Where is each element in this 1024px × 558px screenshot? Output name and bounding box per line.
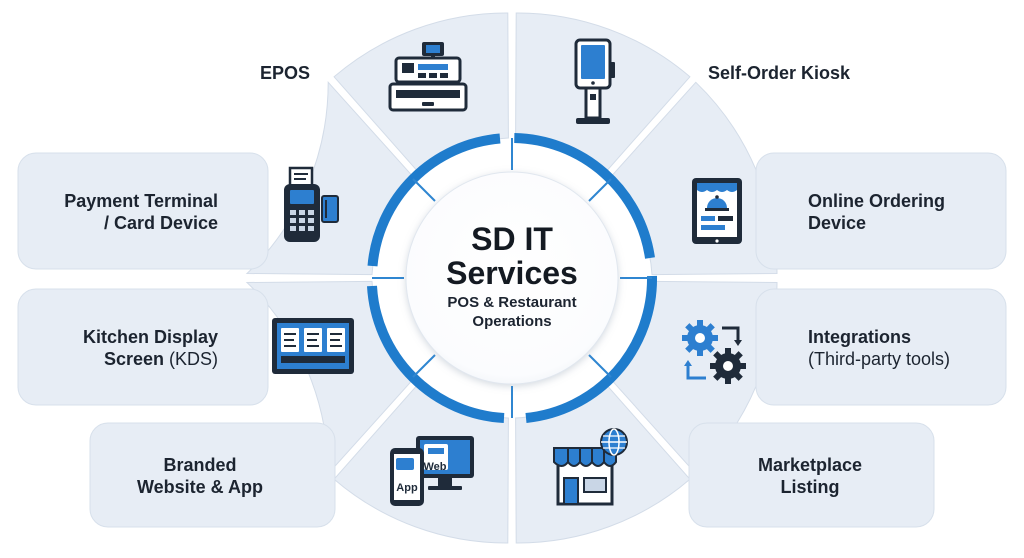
panel-online [755,152,1007,270]
hub-subtitle: POS & Restaurant Operations [412,293,612,331]
panel-payment [17,152,269,270]
kitchen-display-icon [272,318,354,374]
hub-title-line1: SD IT [471,221,553,257]
hub-subtitle-line1: POS & Restaurant [447,294,577,311]
label-integrations: Integrations (Third-party tools) [808,326,1004,370]
label-website: Branded Website & App [100,454,300,498]
hub-circle [406,172,618,384]
label-online-line2: Device [808,213,867,233]
label-epos: EPOS [190,62,310,84]
ring-connectors [372,138,652,418]
label-panels [17,152,1007,528]
label-integrations-line1: Integrations [808,327,912,347]
label-marketplace-line2: Listing [780,477,840,497]
storefront-globe-icon [553,428,628,506]
label-kds-line2-sub: (KDS) [169,349,218,369]
label-kiosk-text: Self-Order Kiosk [708,63,851,83]
label-kiosk: Self-Order Kiosk [708,62,908,84]
label-payment-line1: Payment Terminal [64,191,218,211]
panel-website [89,422,336,528]
cash-register-icon [388,42,468,112]
web-label: Web [423,461,446,473]
label-kds-line1: Kitchen Display [82,327,218,347]
label-kds-line2: Screen (KDS) [20,348,218,370]
blue-ring [367,133,658,423]
label-website-line1: Branded [163,455,237,475]
gears-sync-icon [682,320,746,384]
tablet-ordering-icon [692,178,742,244]
label-kds-line2-main: Screen [103,349,169,369]
label-website-line2: Website & App [136,477,263,497]
hub-subtitle-line2: Operations [472,313,552,330]
label-epos-text: EPOS [259,63,310,83]
label-integrations-line2: (Third-party tools) [808,349,951,369]
web-app-devices-icon [390,436,474,506]
label-marketplace: Marketplace Listing [710,454,910,498]
kiosk-icon [574,38,615,124]
label-kds: Kitchen Display Screen (KDS) [20,326,218,370]
panel-integrations [755,288,1007,406]
label-payment-line2: / Card Device [103,213,218,233]
hub-title-line2: Services [446,255,578,291]
label-marketplace-line1: Marketplace [757,455,863,475]
hub-title: SD IT Services [412,222,612,290]
app-label: App [396,482,418,494]
label-online: Online Ordering Device [808,190,998,234]
panel-kds [17,288,269,406]
label-payment: Payment Terminal / Card Device [20,190,218,234]
panel-marketplace [688,422,935,528]
card-terminal-icon [284,166,339,242]
label-online-line1: Online Ordering [808,191,946,211]
